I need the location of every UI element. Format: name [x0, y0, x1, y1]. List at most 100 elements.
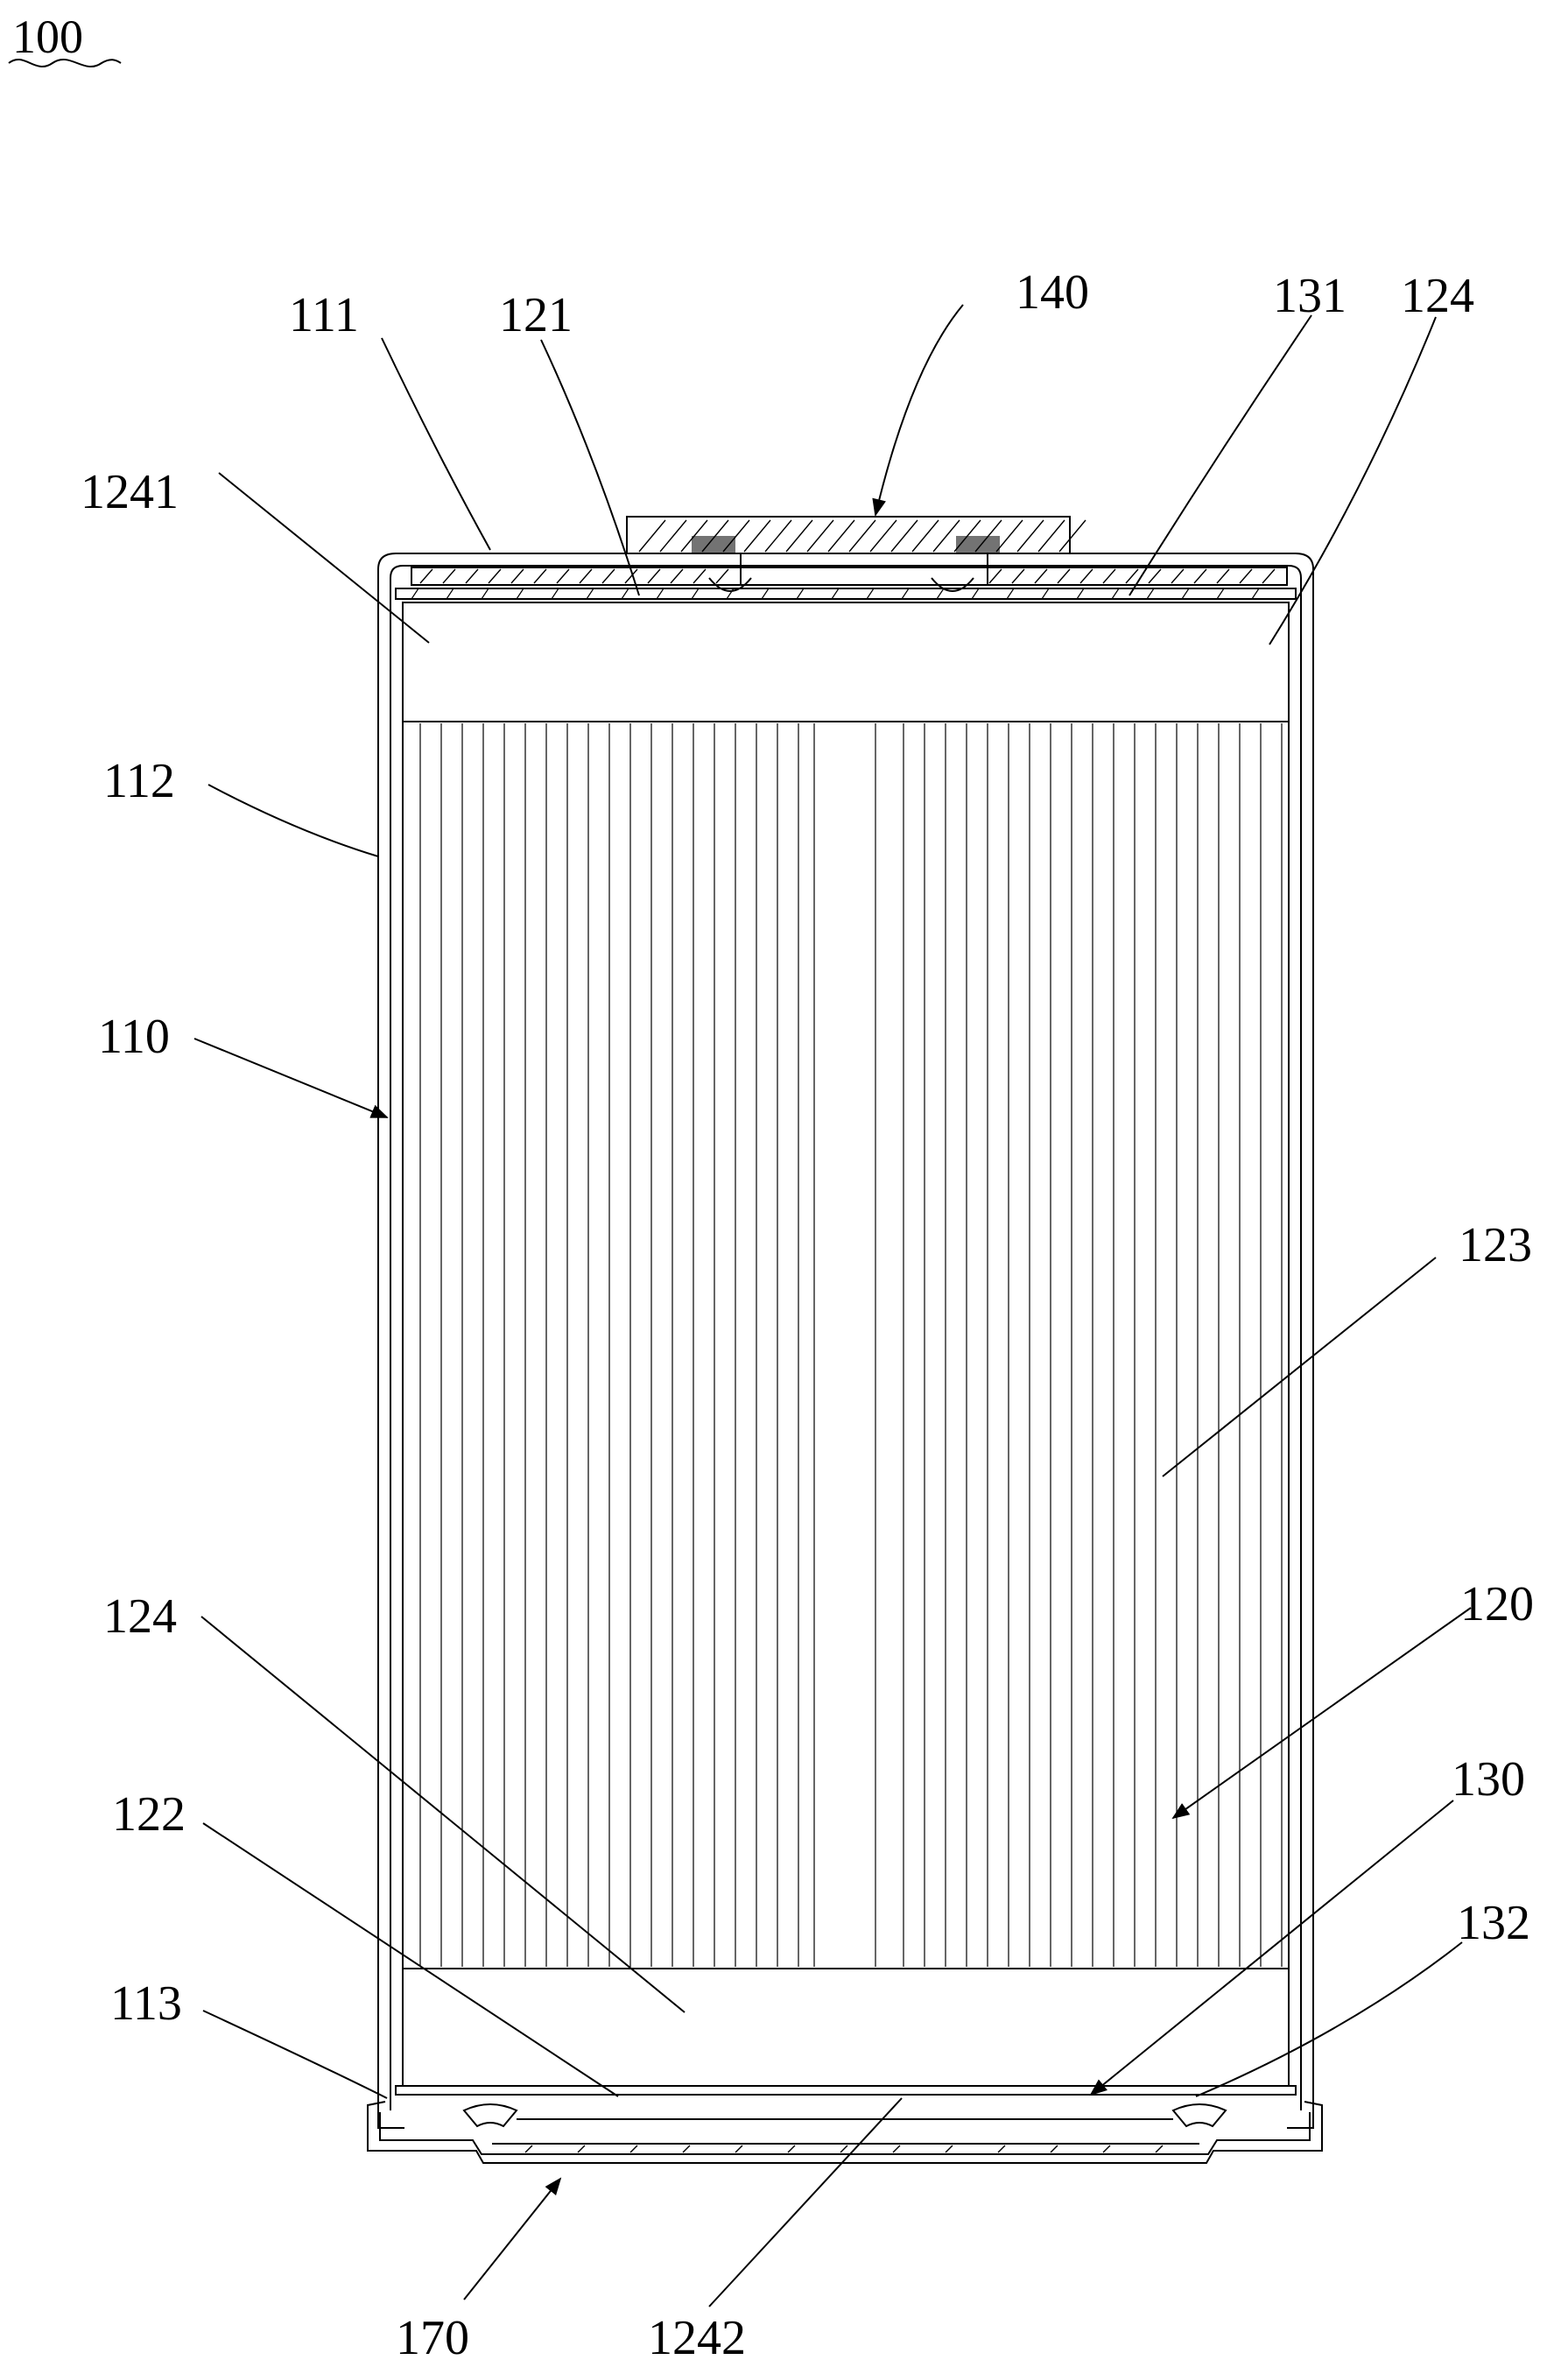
leader-123 — [1162, 1257, 1437, 1477]
hatch-line — [1041, 588, 1050, 600]
hatch-line — [936, 588, 945, 600]
leader-1242 — [708, 2097, 903, 2307]
leader-110 — [193, 1038, 389, 1118]
hatch-line — [586, 588, 594, 600]
top-cover-plate — [411, 567, 1288, 586]
seal-ring-left — [692, 536, 735, 553]
hatch-line — [638, 519, 666, 553]
hatch-line — [1076, 588, 1085, 600]
hatch-line — [1193, 568, 1207, 584]
top-tab-region — [402, 602, 1290, 722]
label-122: 122 — [112, 1787, 186, 1842]
hatch-line — [682, 2145, 691, 2153]
label-120: 120 — [1460, 1577, 1534, 1631]
hatch-line — [1146, 588, 1155, 600]
hatch-line — [997, 2145, 1006, 2153]
hatch-line — [1006, 588, 1015, 600]
hatch-line — [1155, 2145, 1164, 2153]
label-130: 130 — [1452, 1752, 1525, 1807]
hatch-line — [1011, 568, 1025, 584]
hatch-line — [1216, 588, 1225, 600]
hatch-line — [691, 588, 700, 600]
leader-120 — [1171, 1607, 1472, 1820]
hatch-line — [1037, 519, 1065, 553]
hatch-line — [1050, 2145, 1058, 2153]
hatch-line — [901, 588, 910, 600]
leader-140 — [872, 304, 964, 517]
hatch-line — [796, 588, 805, 600]
hatch-line — [1111, 588, 1120, 600]
bottom-collector-plate — [395, 2085, 1297, 2096]
hatch-line — [481, 588, 489, 600]
figure-ref: 100 — [8, 11, 122, 68]
hatch-line — [510, 568, 524, 584]
hatch-line — [419, 568, 433, 584]
hatch-line — [629, 2145, 638, 2153]
leader-132 — [1195, 1941, 1463, 2097]
hatch-line — [1058, 519, 1086, 553]
hatch-line — [647, 568, 661, 584]
figure-ref-label: 100 — [12, 11, 83, 63]
terminal-weld-right — [931, 577, 974, 592]
hatch-line — [556, 568, 570, 584]
hatch-line — [1102, 568, 1116, 584]
leader-lines — [193, 304, 1472, 2307]
hatch-line — [621, 588, 629, 600]
hatch-line — [735, 2145, 743, 2153]
hatch-line — [551, 588, 559, 600]
hatch-line — [446, 588, 454, 600]
hatch-line — [890, 519, 918, 553]
label-121: 121 — [499, 288, 573, 342]
hatch-line — [524, 2145, 533, 2153]
hatch-line — [764, 519, 792, 553]
label-131: 131 — [1273, 269, 1347, 323]
callout-labels: 111 121 140 131 124 1241 112 110 123 124… — [81, 265, 1534, 2360]
hatch-line — [488, 568, 502, 584]
hatch-line — [995, 519, 1023, 553]
hatch-line — [1102, 2145, 1111, 2153]
leader-130 — [1089, 1800, 1454, 2096]
seal-ring-right — [956, 536, 1000, 553]
label-123: 123 — [1459, 1218, 1532, 1272]
hatch-line — [1057, 568, 1071, 584]
label-112: 112 — [103, 754, 175, 808]
label-170: 170 — [396, 2311, 469, 2356]
hatch-line — [656, 588, 664, 600]
hatch-line — [945, 2145, 953, 2153]
bottom-cover-hatching — [524, 2145, 1164, 2153]
label-140: 140 — [1016, 265, 1089, 320]
leader-124-bottom — [200, 1616, 686, 2013]
hatch-line — [892, 2145, 901, 2153]
hatch-line — [715, 568, 729, 584]
label-1241: 1241 — [81, 465, 179, 519]
housing-outer-wall — [377, 553, 1314, 2129]
hatch-line — [1216, 568, 1230, 584]
hatch-line — [516, 588, 524, 600]
hatch-line — [659, 519, 687, 553]
hatch-line — [785, 519, 813, 553]
hatch-line — [827, 519, 855, 553]
hatch-line — [579, 568, 593, 584]
hatch-line — [624, 568, 638, 584]
hatch-line — [743, 519, 771, 553]
hatch-line — [601, 568, 615, 584]
hatch-line — [1239, 568, 1253, 584]
label-132: 132 — [1457, 1896, 1530, 1950]
electrode-layers — [419, 723, 1283, 1967]
bottom-seal-assembly — [367, 2101, 1323, 2164]
hatch-line — [869, 519, 897, 553]
hatch-line — [465, 568, 479, 584]
leader-122 — [202, 1822, 619, 2097]
top-cover-hatching — [419, 568, 1276, 584]
bottom-tab-region — [402, 1968, 1290, 2087]
hatch-line — [1181, 588, 1190, 600]
housing-inner-wall — [390, 565, 1302, 2110]
hatch-line — [806, 519, 834, 553]
label-113: 113 — [110, 1976, 182, 2031]
leader-1241 — [218, 472, 430, 644]
label-124-bottom: 124 — [103, 1589, 177, 1644]
hatch-line — [932, 519, 960, 553]
leader-113 — [202, 2010, 388, 2099]
